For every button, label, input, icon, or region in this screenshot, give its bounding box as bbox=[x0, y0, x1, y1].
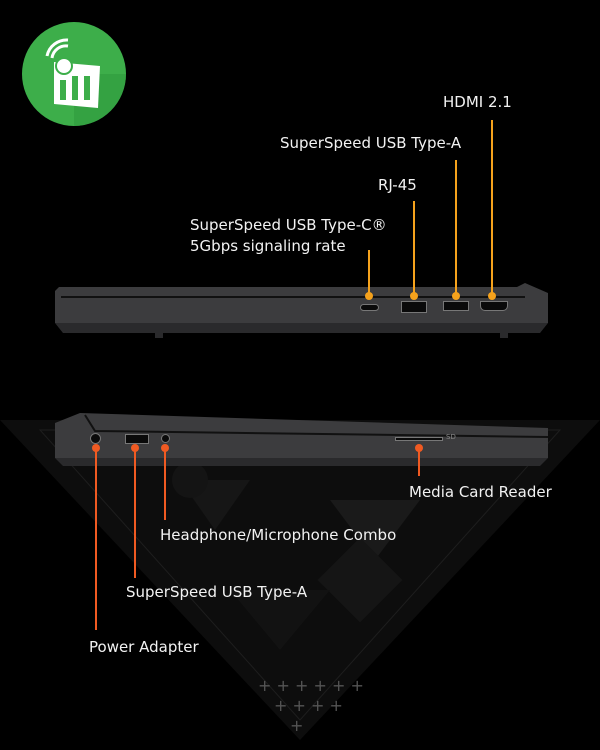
sd-mark: SD bbox=[446, 433, 456, 441]
power-port bbox=[90, 433, 101, 444]
callout-card-reader-label: Media Card Reader bbox=[409, 483, 552, 501]
callout-dot bbox=[452, 292, 460, 300]
callout-power-label: Power Adapter bbox=[89, 638, 199, 656]
usb-c-port bbox=[360, 304, 379, 311]
usb-a-port bbox=[443, 301, 469, 311]
laptop-left-side: SD bbox=[55, 413, 548, 468]
callout-usb-c-sublabel: 5Gbps signaling rate bbox=[190, 237, 346, 255]
callout-rj45-label: RJ-45 bbox=[378, 176, 417, 194]
plus-decoration: + + + + bbox=[274, 696, 343, 715]
callout-line bbox=[134, 448, 136, 578]
background-pattern bbox=[0, 420, 600, 740]
callout-line bbox=[418, 448, 420, 476]
laptop-right-side bbox=[55, 283, 548, 338]
callout-line bbox=[164, 448, 166, 520]
callout-dot bbox=[365, 292, 373, 300]
callout-hdmi-label: HDMI 2.1 bbox=[443, 93, 512, 111]
rj45-port bbox=[401, 301, 427, 313]
hdmi-port bbox=[480, 301, 508, 311]
callout-line bbox=[455, 160, 457, 296]
callout-audio-label: Headphone/Microphone Combo bbox=[160, 526, 397, 544]
callout-usb-c-label: SuperSpeed USB Type-C® bbox=[190, 216, 387, 234]
plus-decoration: + bbox=[290, 716, 304, 735]
plus-decoration: + + + + + + bbox=[258, 676, 364, 695]
callout-line bbox=[368, 250, 370, 296]
callout-line bbox=[413, 201, 415, 296]
usb-a-port bbox=[125, 434, 149, 444]
audio-jack bbox=[161, 434, 170, 443]
callout-usb-a-label: SuperSpeed USB Type-A bbox=[126, 583, 308, 601]
callout-usb-a-label: SuperSpeed USB Type-A bbox=[280, 134, 462, 152]
callout-dot bbox=[410, 292, 418, 300]
sd-card-slot bbox=[395, 437, 443, 441]
callout-line bbox=[95, 448, 97, 630]
green-signal-logo bbox=[22, 22, 126, 126]
callout-dot bbox=[488, 292, 496, 300]
callout-line bbox=[491, 120, 493, 296]
